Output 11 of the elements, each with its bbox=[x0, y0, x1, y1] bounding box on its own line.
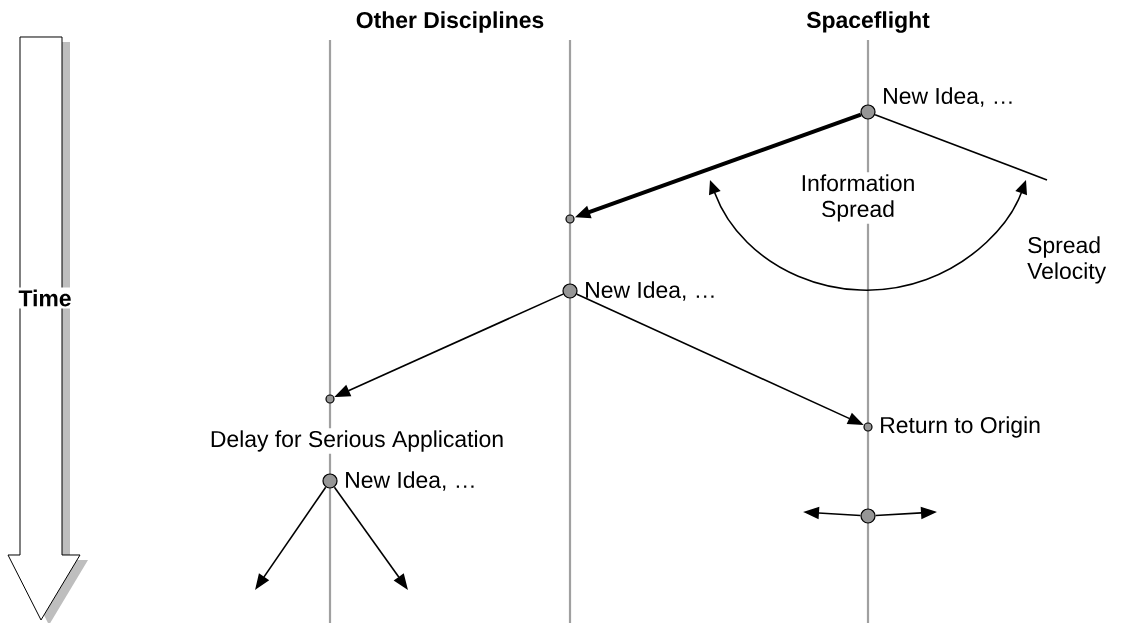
column-heading: Spaceflight bbox=[804, 9, 932, 35]
annotation: Delay for Serious Application bbox=[207, 428, 507, 454]
point-dot bbox=[860, 508, 876, 524]
annotation: Information Spread bbox=[796, 172, 920, 224]
node-label: New Idea, … bbox=[881, 86, 1016, 108]
axis-label: Time bbox=[16, 287, 74, 309]
node-label: New Idea, … bbox=[343, 470, 478, 492]
column-heading: Other Disciplines bbox=[353, 9, 547, 35]
annotation: Spread Velocity bbox=[1025, 234, 1107, 286]
node-label: Return to Origin bbox=[878, 415, 1042, 439]
node-label: New Idea, … bbox=[583, 280, 718, 302]
